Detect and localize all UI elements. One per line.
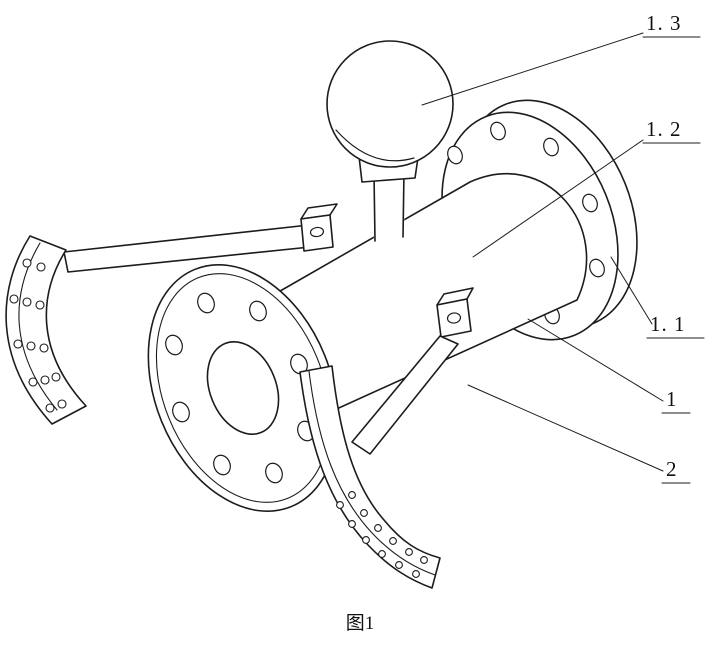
gauge-stem-mask [373, 167, 405, 245]
strap-hole [13, 339, 23, 349]
strap-edge-line [308, 370, 436, 576]
gauge-head-rim-line [335, 129, 415, 162]
strap-hole [336, 501, 344, 509]
label-underlines [642, 36, 705, 484]
leader-line-1-1 [610, 256, 653, 325]
figure-caption: 图1 [346, 613, 375, 634]
bolt-hole [447, 145, 463, 165]
label-1-2: 1. 2 [646, 117, 682, 141]
left-clamp-bracket [300, 203, 338, 252]
bolt-hole [249, 300, 267, 322]
strap-hole [348, 520, 356, 528]
bolt-hole [490, 121, 506, 141]
strap-hole [28, 377, 38, 387]
leader-line-1-3 [421, 32, 644, 106]
strap-hole [36, 262, 46, 272]
strap-hole [360, 509, 368, 517]
strap-hole [9, 294, 19, 304]
strap-hole [378, 550, 386, 558]
bracket-hole [309, 226, 325, 238]
strap-hole [57, 399, 67, 409]
leader-line-1 [527, 318, 664, 402]
strap-hole [26, 341, 36, 351]
gauge-stem-right-edge [402, 170, 405, 238]
reference-labels: 1. 3 1. 2 1. 1 1 2 [646, 11, 686, 481]
bracket-hole [446, 312, 462, 324]
bolt-hole [197, 292, 215, 314]
label-1-1: 1. 1 [650, 312, 686, 336]
leader-lines [421, 32, 664, 472]
bolt-hole [582, 193, 598, 213]
strap-hole [40, 375, 50, 385]
leader-line-2 [467, 384, 664, 472]
strap-hole [348, 491, 356, 499]
left-flange-bore [206, 341, 280, 435]
bolt-hole [213, 454, 231, 476]
bottom-clamp-bracket [436, 287, 474, 338]
gauge-stem-left-edge [373, 173, 376, 242]
left-strap-pad [5, 235, 87, 425]
strap-hole [412, 570, 420, 578]
strap-hole [420, 556, 428, 564]
strap-hole [374, 524, 382, 532]
left-flange-bolt-holes [165, 292, 315, 484]
strap-hole [362, 536, 370, 544]
strap-hole [22, 258, 32, 268]
pressure-gauge-head [326, 40, 454, 168]
strap-hole [395, 561, 403, 569]
label-1: 1 [666, 387, 678, 411]
strap-hole [22, 297, 32, 307]
strap-perforations [336, 491, 428, 578]
strap-hole [45, 403, 55, 413]
bottom-support-arm [351, 335, 459, 455]
left-support-arm [63, 223, 321, 273]
bolt-hole [172, 401, 190, 423]
strap-perforations [9, 258, 67, 413]
strap-hole [405, 548, 413, 556]
leader-line-1-2 [472, 139, 644, 258]
bottom-strap-pad [299, 365, 441, 589]
left-flange-chamfer-ring [155, 273, 331, 503]
strap-hole [35, 300, 45, 310]
strap-band [5, 235, 87, 425]
strap-hole [51, 372, 61, 382]
bolt-hole [165, 334, 183, 356]
bolt-hole [589, 258, 605, 278]
strap-hole [39, 343, 49, 353]
label-1-3: 1. 3 [646, 11, 682, 35]
bolt-hole [543, 137, 559, 157]
strap-band [299, 365, 441, 589]
bolt-hole [265, 462, 283, 484]
label-2: 2 [666, 457, 678, 481]
strap-hole [389, 537, 397, 545]
flow-meter-assembly: 1. 3 1. 2 1. 1 1 2 图1 [5, 11, 705, 634]
